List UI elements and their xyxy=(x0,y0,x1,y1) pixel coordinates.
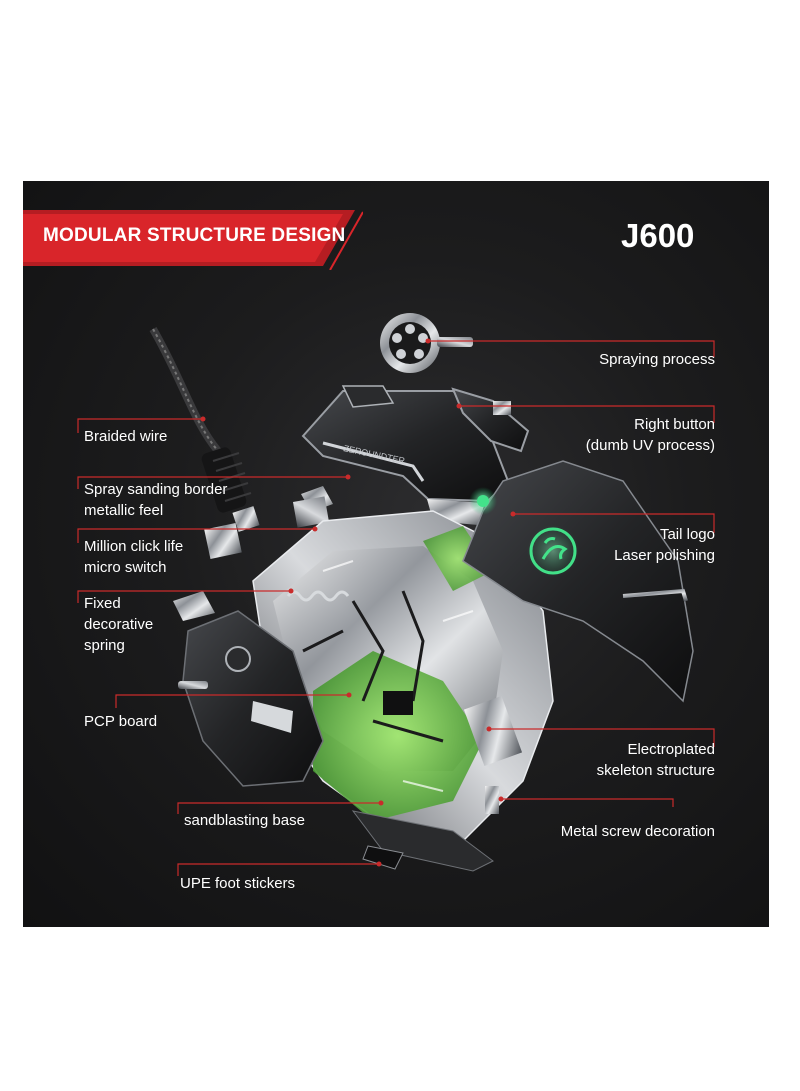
callout-text: spring xyxy=(84,637,125,654)
callout-spray-sanding: Spray sanding border metallic feel xyxy=(84,479,227,521)
callout-text: PCP board xyxy=(84,713,158,730)
model-name: J600 xyxy=(621,217,695,254)
braided-cable xyxy=(149,327,260,532)
callout-text: decorative xyxy=(84,616,154,633)
callout-text: Spray sanding border xyxy=(84,481,228,498)
callout-text: UPE foot stickers xyxy=(180,875,296,892)
callout-text: Fixed xyxy=(84,595,121,612)
callout-base: sandblasting base xyxy=(184,810,305,831)
exploded-mouse-illustration: ZEROUNDTER xyxy=(149,313,694,872)
callout-text: micro switch xyxy=(84,559,167,576)
callout-text: sandblasting base xyxy=(184,812,305,829)
callout-screw: Metal screw decoration xyxy=(561,821,715,842)
skeleton-body xyxy=(252,510,554,842)
callout-pcb: PCP board xyxy=(84,711,157,732)
callout-text: Million click life xyxy=(84,538,184,555)
callout-right-button: Right button (dumb UV process) xyxy=(586,414,715,456)
callout-braided-wire: Braided wire xyxy=(84,426,167,447)
callout-spraying: Spraying process xyxy=(599,349,715,370)
callout-text: Metal screw decoration xyxy=(560,823,715,840)
page-title: MODULAR STRUCTURE DESIGN xyxy=(43,225,346,246)
callout-tail-logo: Tail logo Laser polishing xyxy=(614,524,715,566)
callout-text: Laser polishing xyxy=(614,547,715,564)
callout-micro-switch: Million click life micro switch xyxy=(84,536,183,578)
callout-text: skeleton structure xyxy=(596,762,715,779)
callout-text: (dumb UV process) xyxy=(585,437,715,454)
callout-text: Tail logo xyxy=(659,526,715,543)
callout-text: metallic feel xyxy=(84,502,164,519)
callout-spring: Fixed decorative spring xyxy=(84,593,153,656)
callout-skeleton: Electroplated skeleton structure xyxy=(597,739,715,781)
callout-text: Right button xyxy=(634,416,715,433)
callout-text: Spraying process xyxy=(599,351,715,368)
product-panel: ZEROUNDTER xyxy=(23,181,769,927)
scorpion-logo-icon xyxy=(527,525,579,577)
callout-text: Braided wire xyxy=(84,428,168,445)
callout-text: Electroplated xyxy=(627,741,715,758)
base-and-feet xyxy=(351,786,499,872)
scroll-wheel xyxy=(380,313,473,373)
callout-foot: UPE foot stickers xyxy=(180,873,295,894)
title-banner xyxy=(23,210,363,270)
